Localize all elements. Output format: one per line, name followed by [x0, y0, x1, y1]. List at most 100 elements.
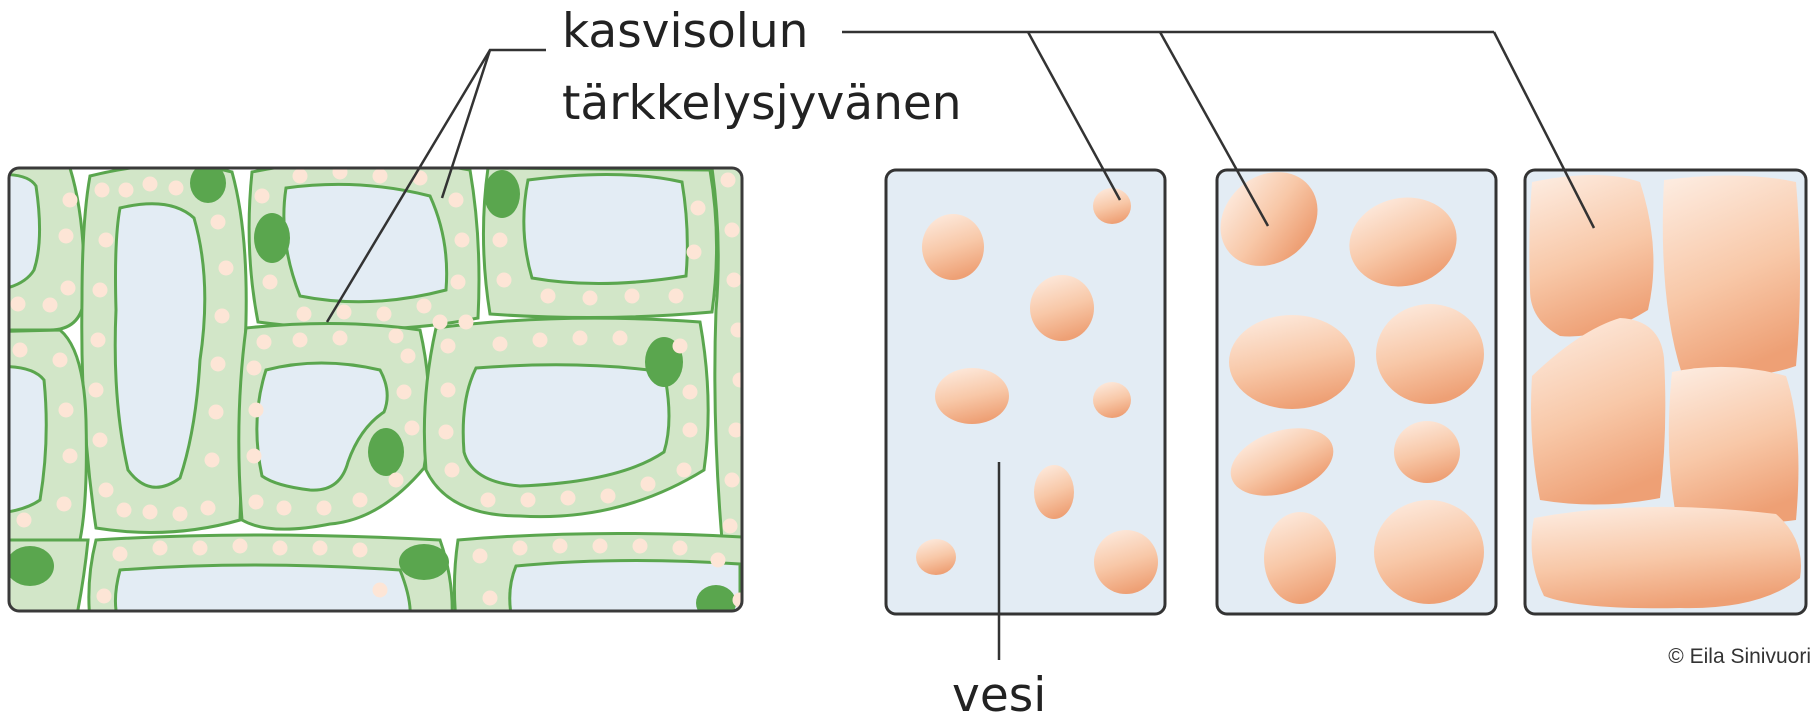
- starch-granule-small: [483, 591, 498, 606]
- starch-granule-small: [691, 201, 706, 216]
- starch-granule-small: [521, 493, 536, 508]
- starch-granule-small: [317, 501, 332, 516]
- starch-granule-small: [215, 309, 230, 324]
- starch-granule-small: [625, 289, 640, 304]
- starch-granule-small: [397, 385, 412, 400]
- starch-granule-small: [297, 307, 312, 322]
- starch-granule-small: [541, 289, 556, 304]
- chloroplast: [399, 544, 449, 580]
- starch-granule: [1094, 530, 1158, 594]
- starch-granule-small: [439, 425, 454, 440]
- starch-granule-small: [273, 541, 288, 556]
- starch-granule-small: [143, 505, 158, 520]
- panel-gelatinized-granules: [1525, 170, 1806, 614]
- starch-granule-small: [673, 541, 688, 556]
- starch-granule: [1376, 304, 1484, 404]
- starch-granule-small: [353, 543, 368, 558]
- starch-granule-small: [13, 343, 28, 358]
- starch-granule-small: [313, 541, 328, 556]
- starch-granule-small: [677, 463, 692, 478]
- starch-granule-small: [721, 173, 736, 188]
- starch-granule-small: [57, 497, 72, 512]
- starch-granule-small: [725, 223, 740, 238]
- starch-granule: [1529, 175, 1653, 336]
- label-water: vesi: [952, 672, 1046, 719]
- starch-granule-small: [593, 539, 608, 554]
- starch-granule-small: [727, 273, 742, 288]
- starch-granule-small: [153, 541, 168, 556]
- starch-granule-small: [497, 273, 512, 288]
- starch-granule-small: [673, 339, 688, 354]
- starch-granule-small: [143, 177, 158, 192]
- starch-granule-small: [173, 507, 188, 522]
- starch-granule-small: [89, 383, 104, 398]
- starch-granule-small: [337, 305, 352, 320]
- starch-granule-small: [205, 453, 220, 468]
- starch-granule-small: [59, 229, 74, 244]
- starch-granule-small: [553, 539, 568, 554]
- starch-granule-small: [459, 315, 474, 330]
- cell-vacuole: [284, 184, 447, 301]
- starch-granule-small: [401, 349, 416, 364]
- starch-granule: [1030, 275, 1094, 341]
- starch-granule-small: [353, 493, 368, 508]
- starch-granule-small: [683, 423, 698, 438]
- panel-swelling-granules: [1202, 153, 1496, 614]
- starch-granule: [1093, 188, 1131, 224]
- starch-granule-small: [493, 337, 508, 352]
- chloroplast: [6, 546, 54, 586]
- starch-granule: [922, 214, 984, 280]
- label-starch-granule: tärkkelysjyvänen: [562, 80, 962, 127]
- starch-granule-small: [613, 331, 628, 346]
- starch-granule-small: [377, 307, 392, 322]
- starch-granule-small: [389, 329, 404, 344]
- starch-granule-small: [725, 473, 740, 488]
- starch-granule-small: [277, 501, 292, 516]
- starch-granule-small: [493, 233, 508, 248]
- starch-granule-small: [99, 233, 114, 248]
- starch-granule-small: [63, 193, 78, 208]
- starch-granule-small: [573, 331, 588, 346]
- starch-granule-small: [219, 261, 234, 276]
- starch-granule-small: [201, 501, 216, 516]
- starch-granule-small: [249, 495, 264, 510]
- starch-granule-small: [561, 491, 576, 506]
- starch-granule-small: [441, 339, 456, 354]
- starch-granule-small: [43, 298, 58, 313]
- starch-granule-small: [209, 405, 224, 420]
- starch-granule-small: [583, 291, 598, 306]
- starch-granule-small: [193, 541, 208, 556]
- starch-granule-small: [95, 183, 110, 198]
- starch-granule: [1663, 175, 1800, 376]
- starch-granule: [1264, 512, 1336, 604]
- chloroplast: [368, 428, 404, 476]
- starch-granule-small: [91, 333, 106, 348]
- starch-granule-small: [533, 333, 548, 348]
- starch-granule-small: [11, 297, 26, 312]
- chloroplast: [254, 213, 290, 263]
- leader-line-panel-granule: [1160, 32, 1268, 226]
- starch-granule-small: [723, 519, 738, 534]
- chloroplast: [484, 170, 520, 218]
- starch-granule-small: [249, 403, 264, 418]
- cell-vacuole: [0, 367, 46, 515]
- starch-granule-small: [257, 335, 272, 350]
- starch-granule-small: [93, 433, 108, 448]
- starch-granule-small: [513, 541, 528, 556]
- starch-granule-small: [211, 357, 226, 372]
- starch-granule-small: [669, 289, 684, 304]
- starch-granule-small: [451, 275, 466, 290]
- starch-granule-small: [441, 383, 456, 398]
- starch-granule-small: [293, 333, 308, 348]
- starch-granule-small: [113, 547, 128, 562]
- starch-granule-small: [53, 353, 68, 368]
- starch-granule-small: [641, 477, 656, 492]
- chloroplast: [696, 585, 736, 621]
- starch-granule-small: [247, 449, 262, 464]
- starch-granule-small: [445, 463, 460, 478]
- starch-granule: [935, 368, 1009, 424]
- starch-granule-small: [59, 403, 74, 418]
- starch-granule: [1374, 500, 1484, 604]
- starch-granule-small: [97, 589, 112, 604]
